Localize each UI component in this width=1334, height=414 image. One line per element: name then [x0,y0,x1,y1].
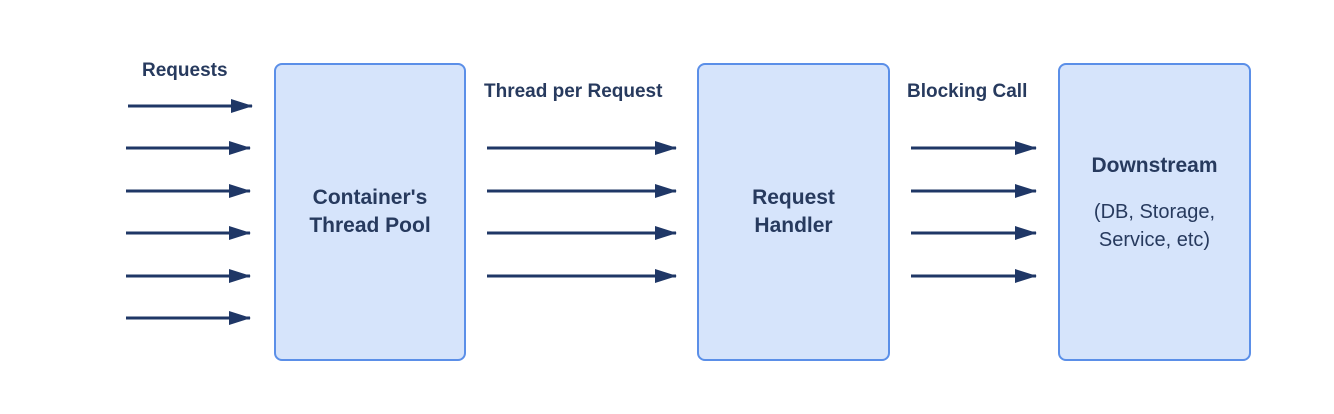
request-handler-title-line1: Request [752,186,835,209]
downstream-subtitle-line2: Service, etc) [1098,229,1211,251]
downstream-subtitle-line1: (DB, Storage, [1093,201,1216,223]
thread-pool-title-line1: Container's [312,186,428,209]
thread-per-request-label: Thread per Request [484,81,663,102]
downstream-subtitle: (DB, Storage, Service, etc) [1094,198,1215,254]
request-handler-title-line2: Handler [754,214,833,237]
thread-pool-title-line2: Thread Pool [309,214,431,237]
blocking-call-label: Blocking Call [907,81,1028,102]
downstream-box: Downstream (DB, Storage, Service, etc) [1058,63,1251,361]
request-handler-box: Request Handler [697,63,890,361]
requests-label: Requests [142,60,228,81]
downstream-title: Downstream [1091,154,1218,177]
thread-arrows [487,141,677,283]
blocking-arrows [911,141,1037,283]
request-arrows [126,99,253,325]
thread-pool-box: Container's Thread Pool [274,63,466,361]
